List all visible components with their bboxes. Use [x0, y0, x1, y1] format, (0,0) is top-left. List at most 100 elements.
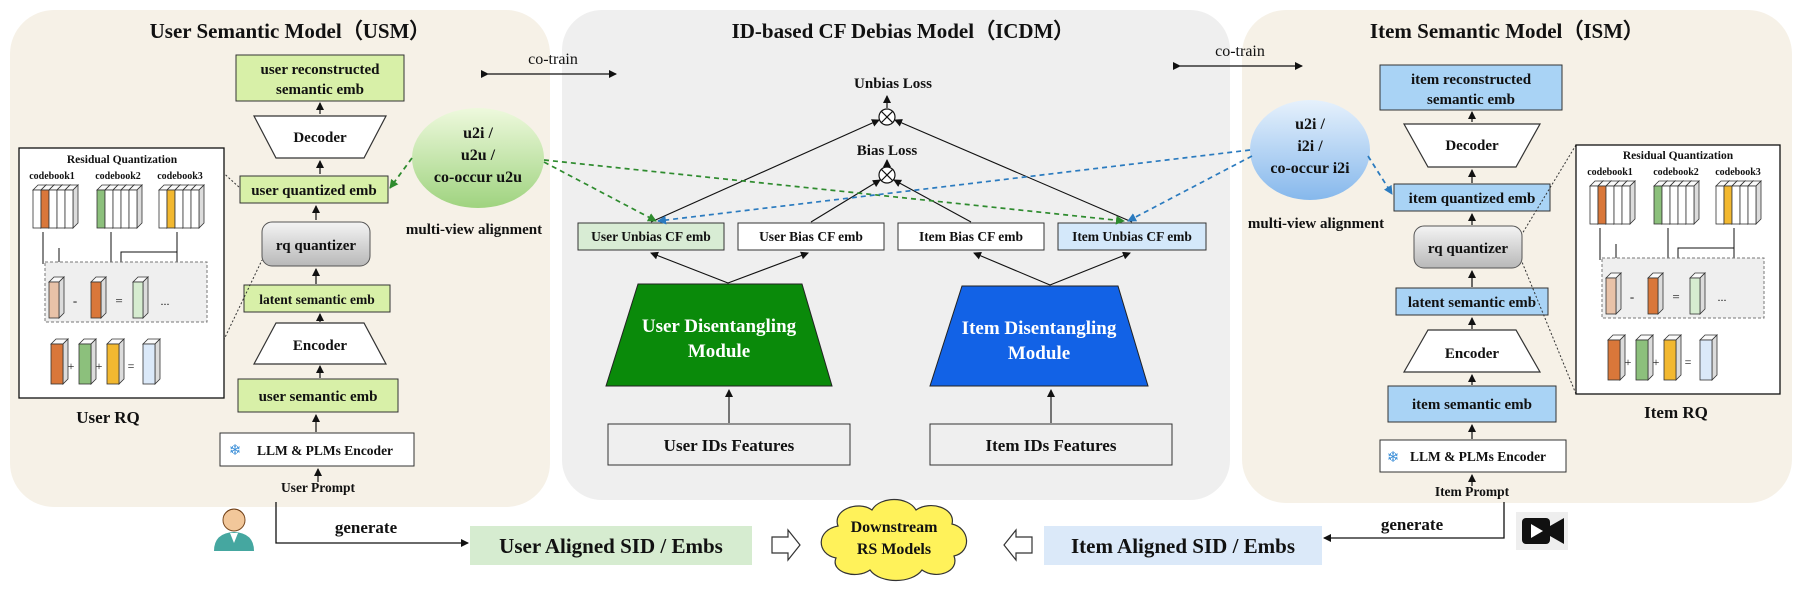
user-quantized-box — [239, 175, 389, 204]
user-decoder-label: Decoder — [293, 130, 347, 146]
user-semantic-box — [237, 378, 399, 413]
item-reconstructed-label-2: semantic emb — [1427, 92, 1515, 108]
item-alignment-bubble — [1250, 100, 1370, 200]
user-codebook-stack-1 — [32, 184, 79, 229]
user-ids-features-label: User IDs Features — [664, 436, 795, 455]
item-encoder-label: Encoder — [1445, 346, 1500, 362]
user-codebook-stack-2 — [96, 184, 143, 229]
user-llm-encoder — [219, 432, 415, 467]
user-alignment-3: co-occur u2u — [434, 169, 522, 186]
item-generate-arrow — [1323, 502, 1505, 542]
item-align-to-quantized — [1367, 155, 1393, 195]
user-sum-op-3: = — [128, 359, 135, 373]
user-op-equals: = — [115, 293, 122, 308]
item-reconstructed-label-1: item reconstructed — [1411, 72, 1532, 88]
item-op-equals: = — [1672, 289, 1679, 304]
item-llm-encoder — [1379, 439, 1567, 473]
item-sum-op-1: + — [1625, 355, 1632, 369]
user-prompt-label: User Prompt — [281, 480, 356, 495]
generate-left-label: generate — [335, 518, 398, 537]
item-op-ellipsis: ... — [1718, 290, 1727, 304]
item-rq-label: Item RQ — [1644, 403, 1708, 422]
item-aligned-box — [1044, 526, 1322, 565]
user-codebook-stack-3 — [158, 184, 205, 229]
user-bias-cf-box — [737, 222, 885, 251]
item-ids-features-label: Item IDs Features — [986, 436, 1117, 455]
user-align-to-quantized — [389, 157, 413, 189]
item-rq-quantizer-label: rq quantizer — [1428, 241, 1508, 257]
user-unbias-cf-label: User Unbias CF emb — [591, 229, 711, 244]
left-hollow-arrow — [1003, 528, 1033, 562]
icdm-title: ID-based CF Debias Model（ICDM） — [732, 19, 1075, 43]
item-llm-encoder-label: LLM & PLMs Encoder — [1410, 449, 1546, 464]
user-multi-view-label: multi-view alignment — [406, 222, 542, 238]
downstream-cloud — [820, 498, 968, 581]
ism-title: Item Semantic Model（ISM） — [1370, 19, 1644, 43]
user-latent-box — [243, 284, 391, 313]
cotrain-left-label: co-train — [528, 51, 578, 68]
generate-right-label: generate — [1381, 515, 1444, 534]
user-op-ellipsis: ... — [161, 294, 170, 308]
user-reconstructed-label-1: user reconstructed — [260, 62, 380, 78]
user-rq-panel: Residual Quantization codebook1 codebook… — [18, 147, 263, 427]
user-align-to-item-unbias — [543, 159, 1125, 225]
snowflake-icon: ❄ — [1387, 450, 1400, 466]
user-quantized-label: user quantized emb — [251, 183, 377, 199]
item-sum-op-3: = — [1685, 355, 1692, 369]
user-rq-quantizer — [261, 221, 371, 267]
usm-title: User Semantic Model（USM） — [150, 19, 431, 43]
item-disentangling-module — [929, 285, 1149, 387]
user-decoder — [253, 115, 387, 159]
item-quantized-box — [1393, 183, 1551, 212]
user-generate-arrow — [275, 502, 469, 547]
item-alignment-2: i2i / — [1297, 138, 1323, 155]
item-encoder — [1402, 329, 1542, 373]
bias-loss-label: Bias Loss — [857, 143, 918, 159]
item-decoder-label: Decoder — [1445, 138, 1499, 154]
user-module-label-1: User Disentangling — [642, 316, 797, 337]
user-codebook3: codebook3 — [157, 171, 203, 182]
downstream-label-1: Downstream — [851, 519, 938, 536]
user-aligned-box — [470, 526, 752, 565]
item-quantized-label: item quantized emb — [1409, 191, 1536, 207]
item-latent-label: latent semantic emb — [1408, 295, 1536, 311]
user-encoder — [252, 322, 388, 365]
item-codebook-stack-3 — [1715, 180, 1762, 225]
item-decoder — [1402, 123, 1542, 168]
user-latent-label: latent semantic emb — [259, 292, 374, 307]
user-alignment-2: u2u / — [461, 147, 496, 164]
downstream-label-2: RS Models — [857, 541, 931, 558]
user-op-minus: - — [73, 293, 77, 308]
user-codebook1: codebook1 — [29, 171, 75, 182]
user-codebook2: codebook2 — [95, 171, 141, 182]
user-rq-label: User RQ — [76, 408, 139, 427]
user-reconstructed-label-2: semantic emb — [276, 82, 364, 98]
user-avatar-icon — [214, 508, 254, 551]
item-latent-box — [1395, 287, 1549, 316]
item-aligned-label: Item Aligned SID / Embs — [1071, 534, 1295, 558]
item-op-minus: - — [1630, 289, 1634, 304]
user-encoder-label: Encoder — [293, 338, 348, 354]
snowflake-icon: ❄ — [229, 443, 242, 459]
user-align-to-user-unbias — [543, 161, 657, 222]
usm-stack: user reconstructed semantic emb Decoder … — [219, 54, 415, 495]
item-semantic-label: item semantic emb — [1412, 397, 1532, 413]
item-codebook2: codebook2 — [1653, 167, 1699, 178]
unbias-loss-label: Unbias Loss — [854, 76, 932, 92]
video-camera-icon — [1516, 512, 1568, 550]
item-codebook-stack-1 — [1589, 180, 1636, 225]
item-sum-row — [1607, 334, 1718, 381]
right-hollow-arrow — [771, 528, 801, 562]
item-rq-quantizer — [1413, 225, 1523, 269]
item-semantic-box — [1387, 385, 1557, 423]
item-sum-op-2: + — [1653, 355, 1660, 369]
ism-stack: item reconstructed semantic emb Decoder … — [1379, 64, 1567, 499]
cotrain-right-label: co-train — [1215, 43, 1265, 60]
item-codebook1: codebook1 — [1587, 167, 1633, 178]
user-module-label-2: Module — [688, 341, 750, 362]
item-unbias-cf-label: Item Unbias CF emb — [1072, 229, 1192, 244]
user-semantic-label: user semantic emb — [259, 389, 378, 405]
user-llm-encoder-label: LLM & PLMs Encoder — [257, 443, 393, 458]
user-aligned-label: User Aligned SID / Embs — [499, 534, 723, 558]
